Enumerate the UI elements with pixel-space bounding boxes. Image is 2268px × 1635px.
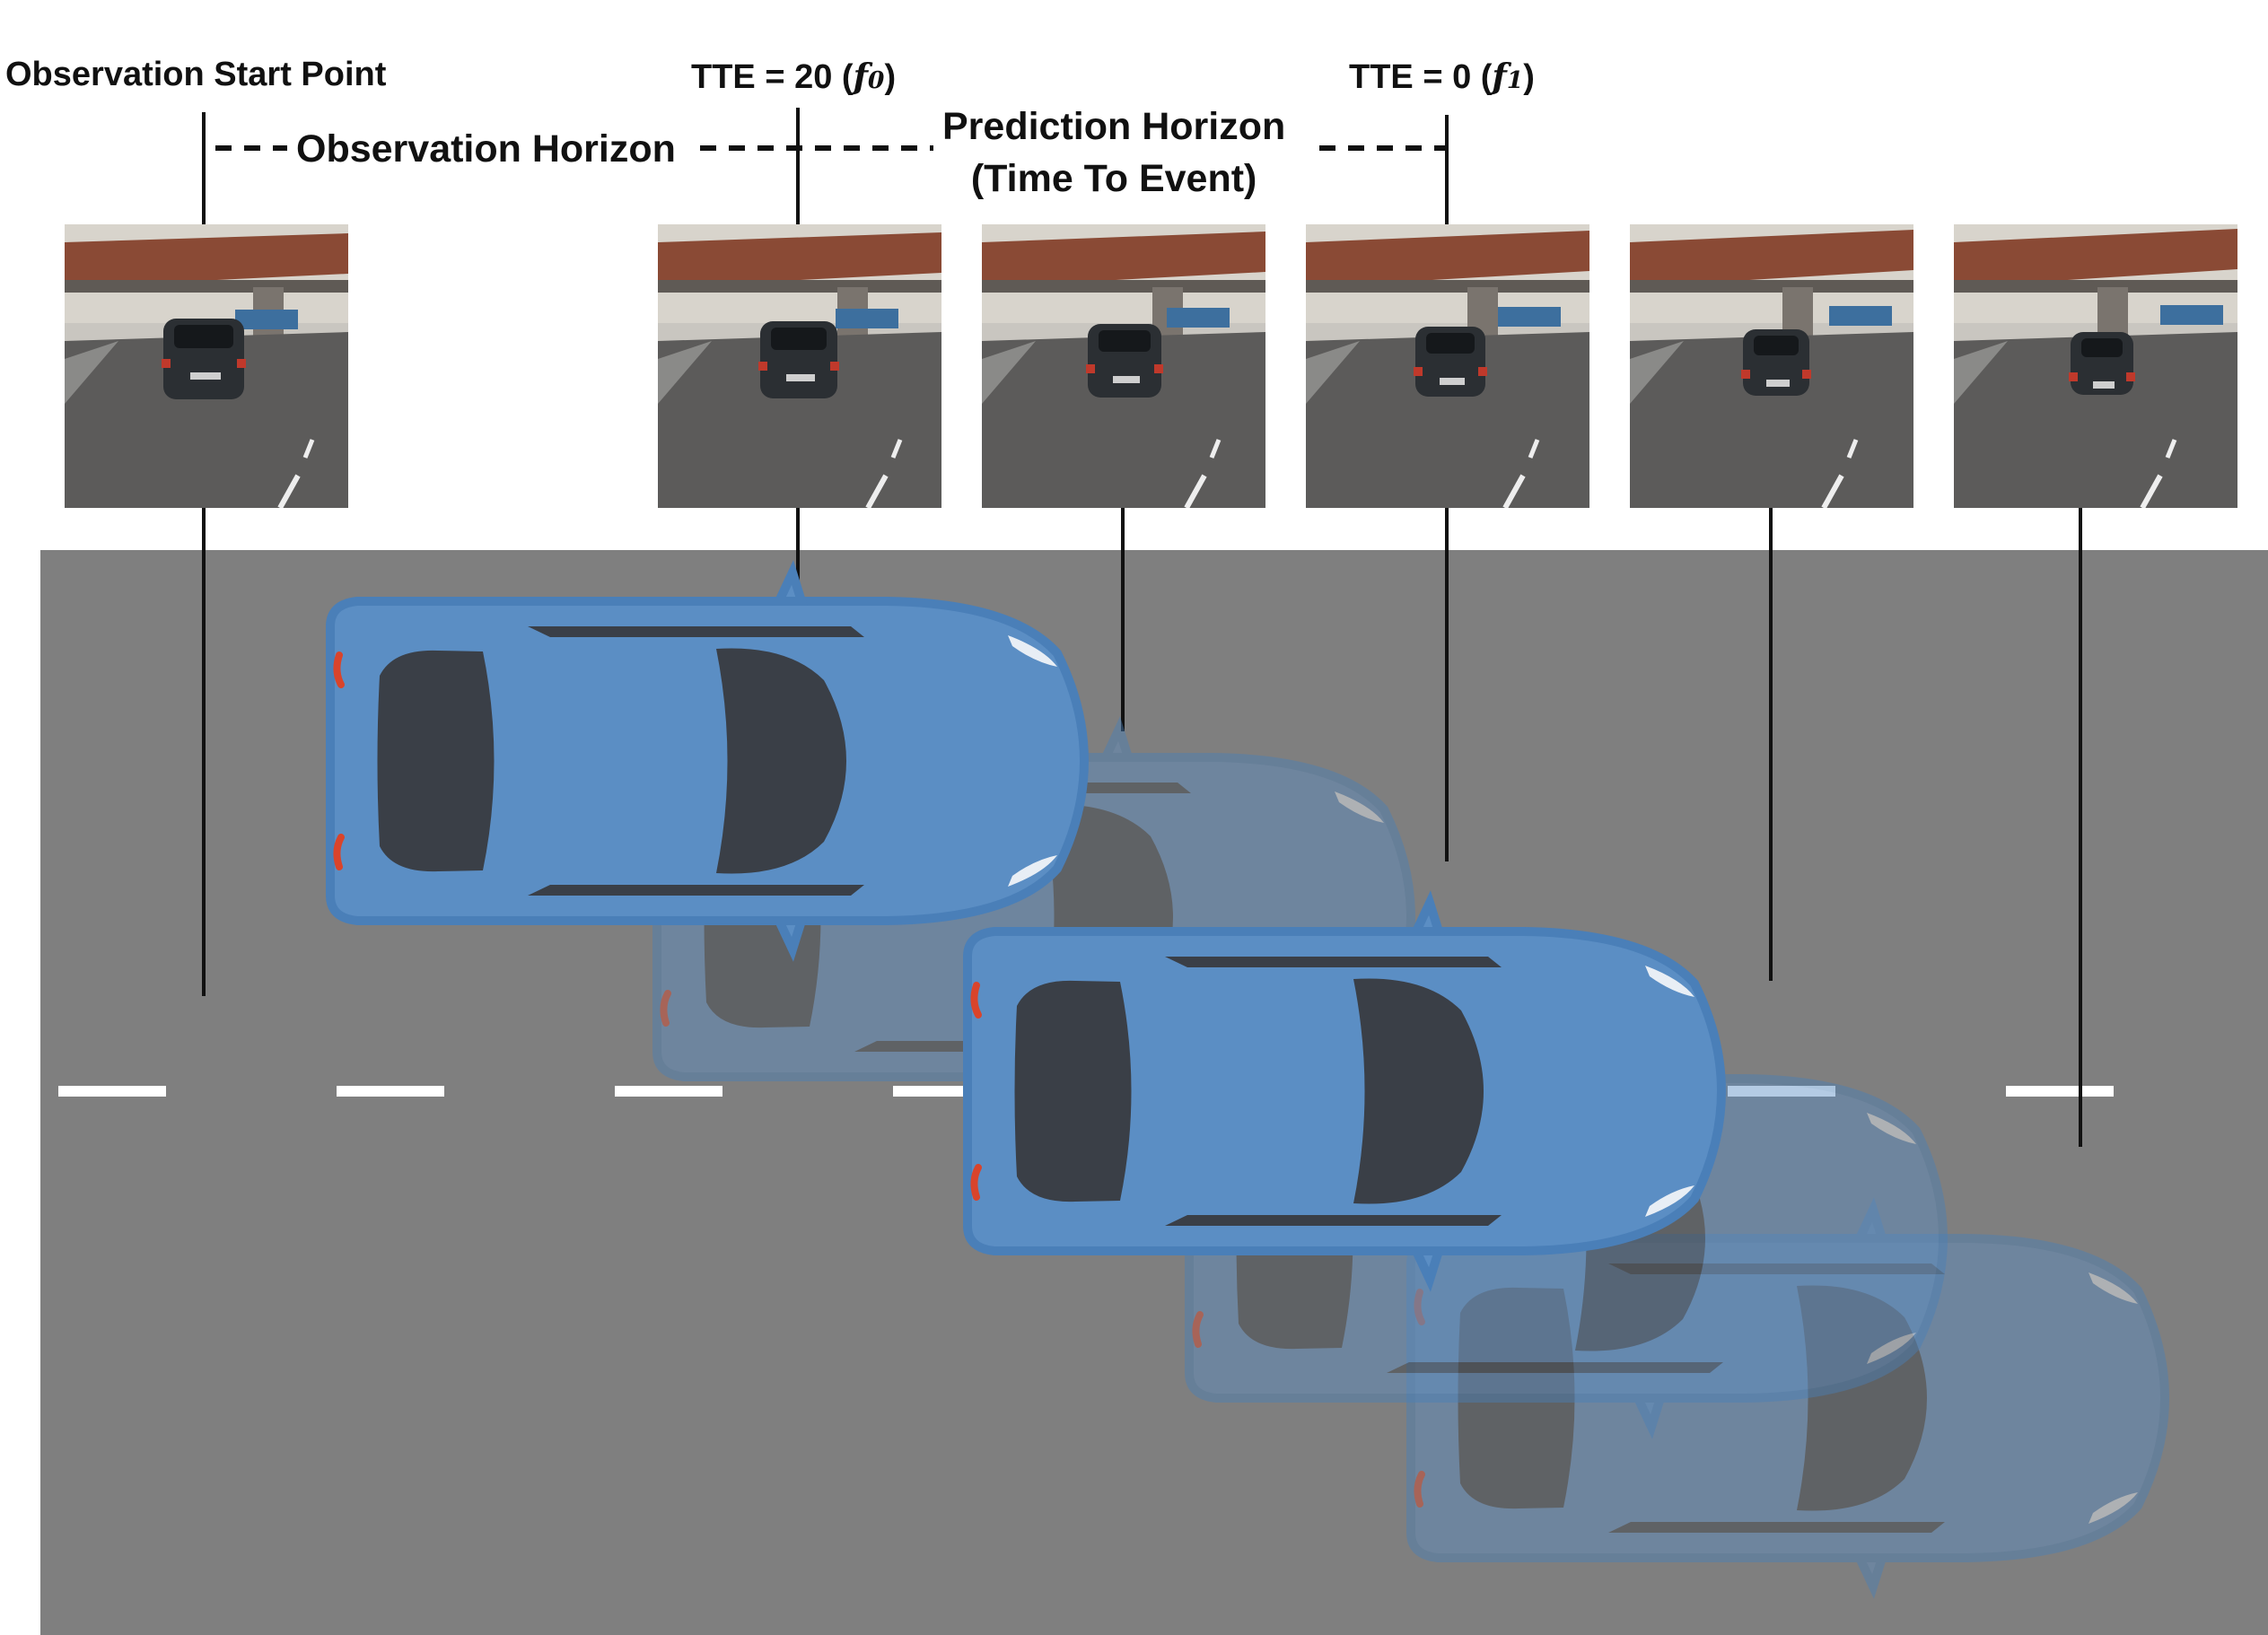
frame-5 — [1630, 224, 1913, 508]
dashcam-frame — [1306, 224, 1589, 508]
dashcam-frame — [1954, 224, 2237, 508]
dashcam-frame — [982, 224, 1265, 508]
frame-3 — [982, 224, 1265, 508]
car-top-view-icon — [968, 903, 1721, 1280]
frame-tte0 — [1306, 224, 1589, 508]
dashcam-frame — [1630, 224, 1913, 508]
frame-1 — [65, 224, 348, 508]
dashcam-frame — [658, 224, 941, 508]
car-pos-3 — [968, 903, 1721, 1280]
car-top-view-icon — [330, 573, 1084, 949]
car-pos-1 — [330, 573, 1084, 949]
frame-tte20 — [658, 224, 941, 508]
dashcam-frame — [65, 224, 348, 508]
frame-6 — [1954, 224, 2237, 508]
